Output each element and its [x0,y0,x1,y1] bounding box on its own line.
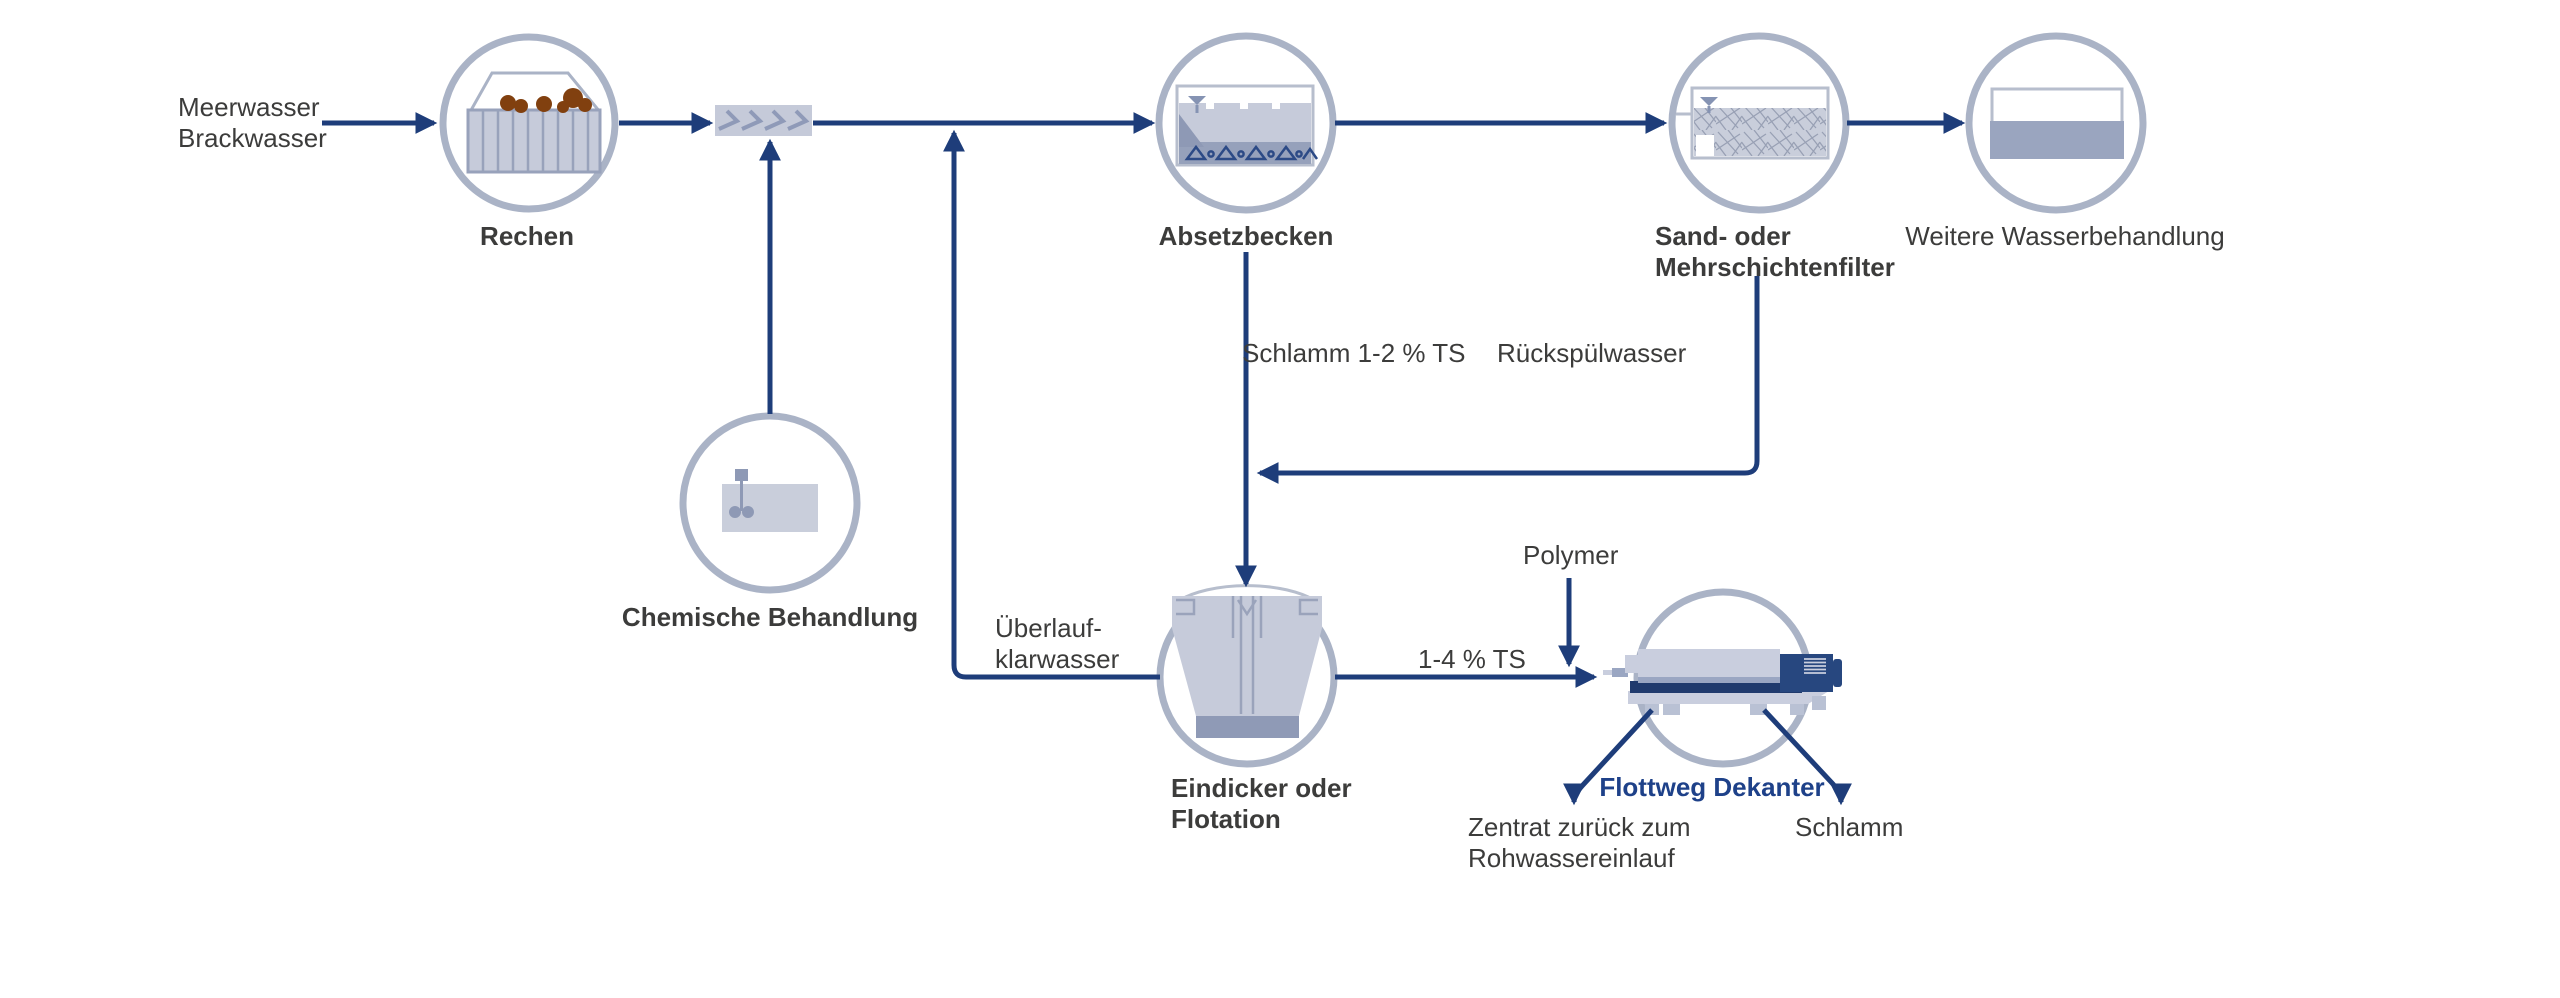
further-treatment-label: Weitere Wasserbehandlung [1905,221,2225,251]
sludge-out-label: Schlamm [1795,812,1904,842]
stirrer-icon [729,469,754,518]
source-label: Meerwasser Brackwasser [178,92,327,154]
feedwell-lines [1231,596,1263,714]
gearbox-grill [1804,658,1826,674]
sand-filter-label: Sand- oder Mehrschichtenfilter [1655,221,1895,283]
thickener-line1: Eindicker oder [1171,773,1352,803]
decanter-node-icon [1603,588,1842,768]
overflow-line2: klarwasser [995,644,1120,674]
feed-ts-label: 1-4 % TS [1418,644,1526,674]
thickener-label: Eindicker oder Flotation [1171,773,1352,835]
sand-filter-node-icon [1668,32,1850,214]
further-treatment-node-icon [1965,32,2147,214]
arrow-overflow-return [942,129,1160,680]
arrow-sludge-out [1762,708,1852,806]
chemical-treatment-label: Chemische Behandlung [621,602,919,632]
flow-lines [322,111,1966,806]
sand-filter-line2: Mehrschichtenfilter [1655,252,1895,282]
settling-basin-label: Absetzbecken [1158,221,1334,251]
rechen-label: Rechen [480,221,574,251]
screenings-debris [500,88,592,113]
thickener-line2: Flotation [1171,804,1281,834]
source-line2: Brackwasser [178,123,327,153]
source-line1: Meerwasser [178,92,320,122]
decanter-label: Flottweg Dekanter [1599,772,1825,802]
arrow-backwash [1256,276,1760,485]
backwash-label: Rückspülwasser [1497,338,1687,368]
sludge-feed-label: Schlamm 1-2 % TS [1242,338,1466,368]
polymer-label: Polymer [1523,540,1619,570]
chemical-treatment-node-icon [679,412,861,594]
centrate-line1: Zentrat zurück zum [1468,812,1691,842]
centrate-line2: Rohwassereinlauf [1468,843,1675,873]
static-mixer-icon [715,105,812,136]
sludge-triangles [1184,144,1319,161]
rechen-node-icon [439,33,619,213]
sand-filter-line1: Sand- oder [1655,221,1791,251]
arrow-centrate-out [1563,708,1654,806]
settling-basin-node-icon [1155,32,1337,214]
overflow-label: Überlauf- klarwasser [995,613,1119,675]
overflow-line1: Überlauf- [995,613,1102,643]
thickener-node-icon [1156,584,1338,768]
centrate-label: Zentrat zurück zum Rohwassereinlauf [1468,812,1691,874]
